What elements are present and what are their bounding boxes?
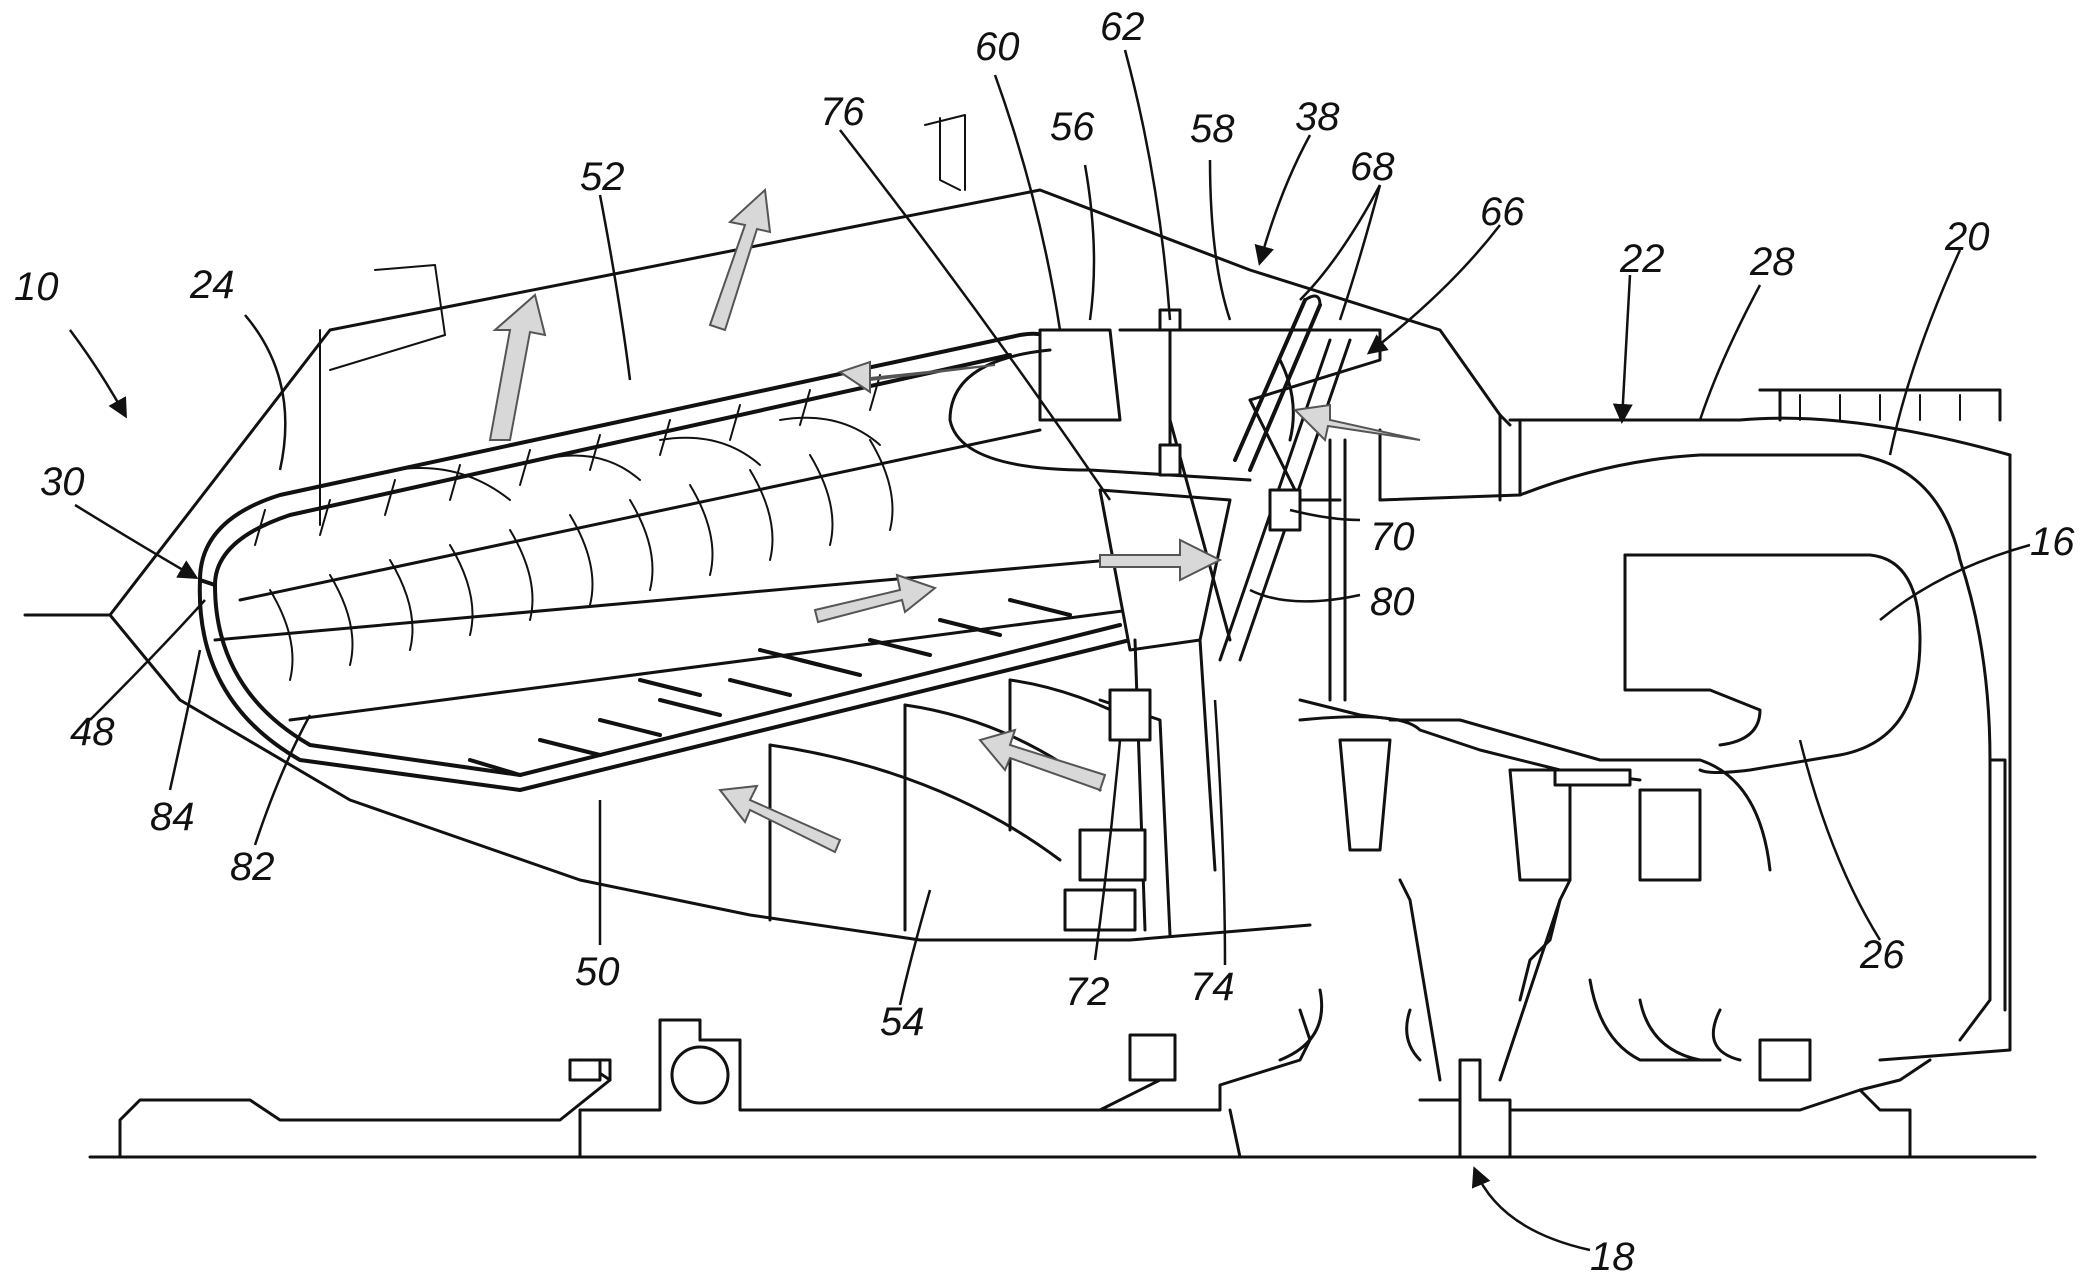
flow-arrow-6 — [813, 573, 938, 624]
label-80: 80 — [1370, 580, 1415, 624]
flow-arrows — [488, 187, 1421, 854]
label-50: 50 — [575, 950, 620, 994]
combustor-liner — [197, 331, 1132, 792]
flow-arrow-8 — [718, 784, 842, 854]
flow-arrow-1 — [488, 293, 547, 441]
label-48: 48 — [70, 710, 115, 754]
cooling-slats-bottom — [468, 598, 1072, 777]
label-72: 72 — [1065, 970, 1110, 1014]
combustor-casing — [23, 114, 1512, 942]
label-24: 24 — [189, 263, 235, 307]
label-84: 84 — [150, 795, 195, 839]
flow-arrow-2 — [708, 187, 772, 332]
cooling-ribs-top — [254, 374, 881, 546]
turbine-housing — [1298, 388, 2012, 1062]
label-26: 26 — [1859, 933, 1905, 977]
label-66: 66 — [1480, 190, 1525, 234]
label-18: 18 — [1590, 1235, 1635, 1277]
inner-case — [768, 678, 1172, 937]
label-74: 74 — [1190, 965, 1235, 1009]
turbine-nozzle — [948, 294, 1382, 932]
label-22: 22 — [1619, 237, 1665, 281]
label-68: 68 — [1350, 145, 1395, 189]
label-54: 54 — [880, 1000, 925, 1044]
flow-arrow-4 — [1292, 403, 1421, 443]
label-10: 10 — [14, 265, 59, 309]
shaft-assembly — [118, 878, 1932, 1159]
label-38: 38 — [1295, 95, 1340, 139]
flow-arrow-7 — [978, 728, 1107, 792]
label-58: 58 — [1190, 107, 1235, 151]
label-16: 16 — [2030, 520, 2075, 564]
label-60: 60 — [975, 25, 1020, 69]
label-30: 30 — [40, 460, 85, 504]
label-70: 70 — [1370, 515, 1415, 559]
flow-arrow-3 — [837, 360, 996, 394]
reference-numerals: 10 24 52 76 60 62 56 58 38 68 66 22 28 2… — [14, 5, 2075, 1277]
flow-arrow-5 — [1099, 538, 1223, 582]
swirl-vanes — [269, 416, 894, 681]
label-56: 56 — [1050, 105, 1095, 149]
label-82: 82 — [230, 845, 275, 889]
label-28: 28 — [1749, 240, 1795, 284]
label-62: 62 — [1100, 5, 1145, 49]
leader-lines — [68, 49, 2031, 1252]
label-20: 20 — [1944, 215, 1990, 259]
label-52: 52 — [580, 155, 625, 199]
label-76: 76 — [820, 90, 865, 134]
